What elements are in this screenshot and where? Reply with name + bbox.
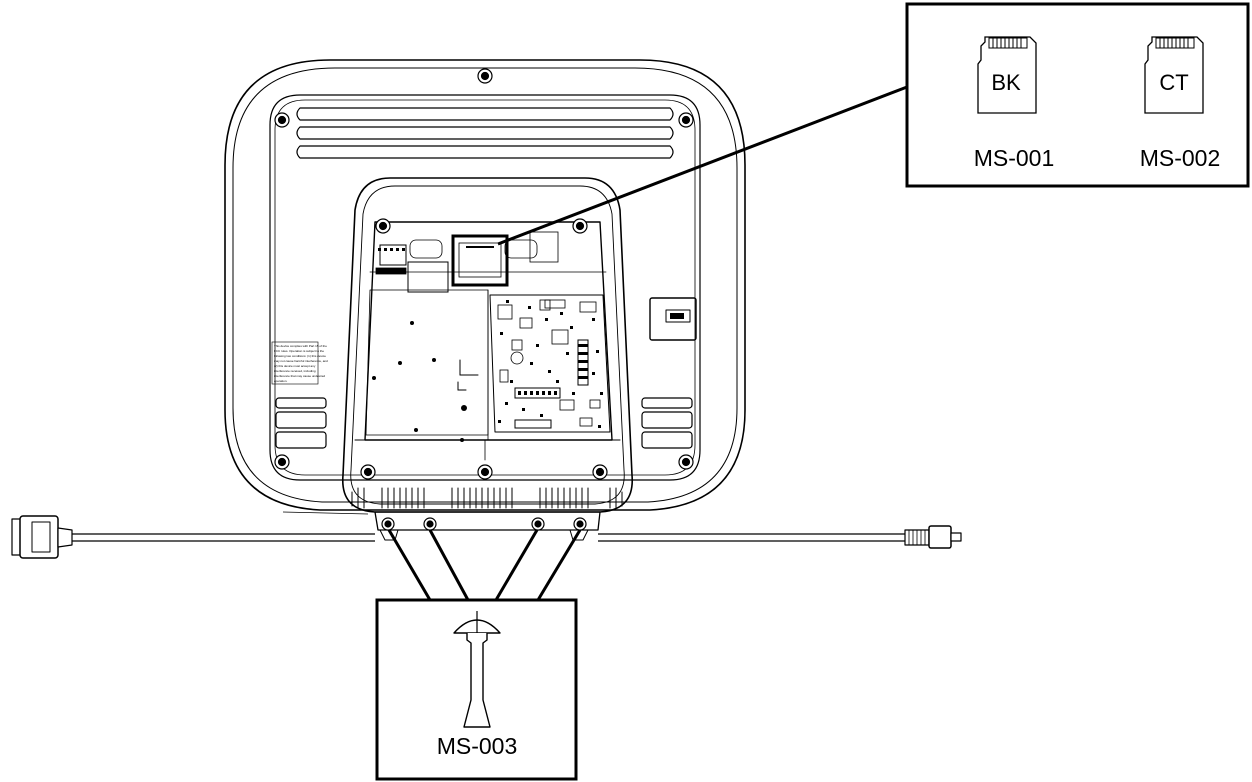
sd-card-bk-text: BK (991, 70, 1021, 95)
leader-line-screw-3 (494, 529, 539, 601)
warning-label-line-6: interference received, including (274, 369, 316, 373)
bracket-screws (381, 517, 587, 531)
leader-line-screw-2 (428, 529, 470, 601)
screw-callout: MS-003 (375, 598, 578, 781)
sd-card-icon (1144, 36, 1204, 114)
warning-label-line-3: following two conditions: (1) this devic… (274, 354, 326, 358)
warning-label: This device complies with Part 15 of the… (271, 341, 328, 385)
sd-card-slot (458, 242, 502, 278)
cable-icon (11, 511, 962, 559)
circuit-board (375, 231, 601, 429)
sd-card-slot-highlight (451, 234, 509, 287)
console-back-panel (224, 59, 746, 541)
screw-icon (453, 611, 501, 728)
leader-line-screw-4 (536, 529, 582, 601)
housing-screws (274, 68, 694, 480)
warning-label-line-4: may not cause harmful interference, and (274, 359, 328, 363)
warning-label-line-5: (2) this device must accept any (274, 364, 316, 368)
warning-label-line-2: FCC rules. Operation is subject to the (274, 349, 324, 353)
warning-label-line-7: interference that may cause undesired (274, 374, 325, 378)
sd-card-ct-text: CT (1159, 70, 1188, 95)
screw-part-number: MS-003 (437, 733, 518, 759)
sd-card-ct-part-number: MS-002 (1140, 145, 1221, 171)
circuit-components (372, 248, 603, 442)
sd-card-bk-part-number: MS-001 (974, 145, 1055, 171)
sd-card-callout: BK MS-001 CT MS-002 (905, 2, 1250, 188)
leader-line-screw-1 (387, 529, 432, 601)
warning-label-line-8: operation. (274, 379, 288, 383)
leader-line-sd-card (497, 85, 908, 246)
leader-lines (387, 85, 908, 601)
sd-card-icon (977, 36, 1037, 114)
warning-label-line-1: This device complies with Part 15 of the (274, 344, 327, 348)
